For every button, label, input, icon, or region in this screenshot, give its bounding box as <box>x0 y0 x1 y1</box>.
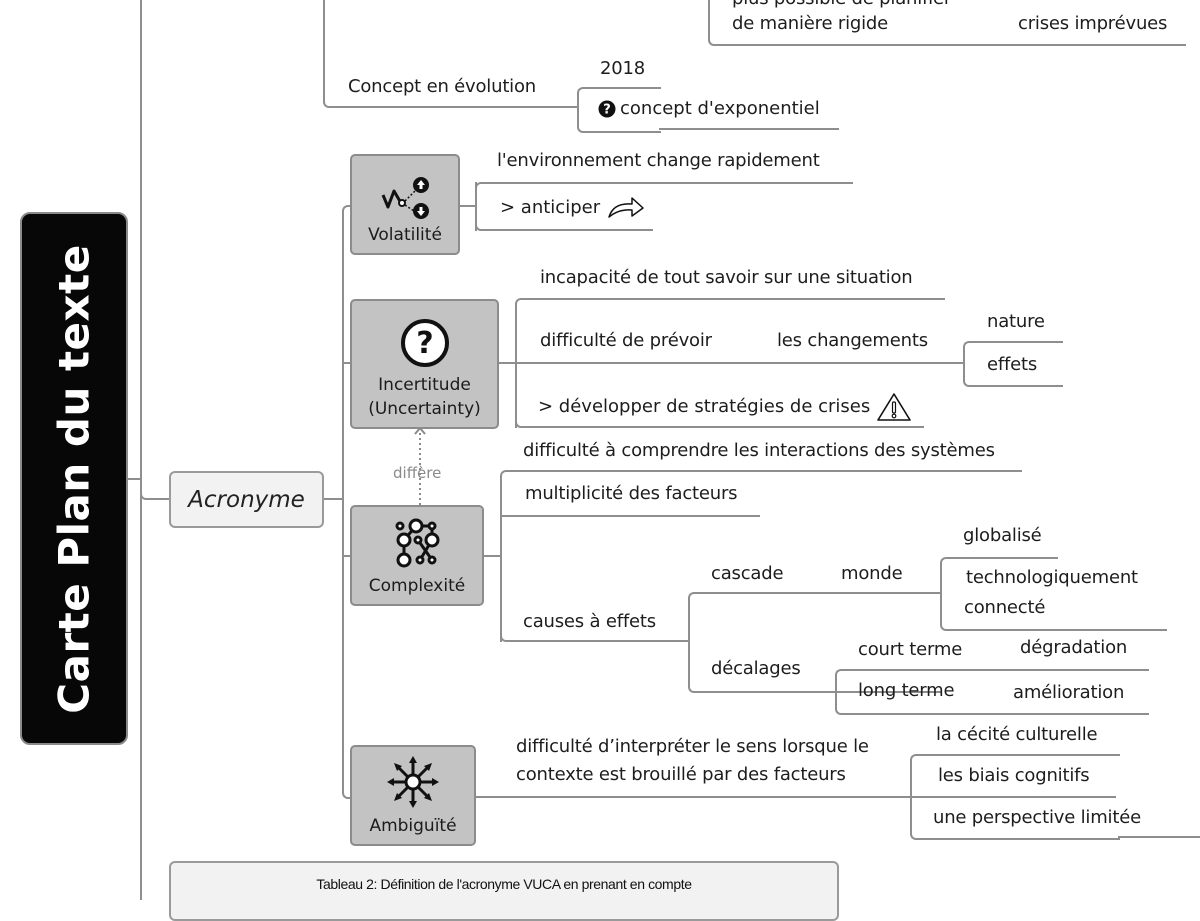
acronyme-right-stub <box>324 498 342 500</box>
svg-text:?: ? <box>603 103 611 118</box>
decalages-topic[interactable]: décalages <box>711 658 801 679</box>
letters-spine <box>342 205 352 799</box>
ambiguite-topic[interactable]: Ambiguïté <box>350 745 476 846</box>
acronyme-topic[interactable]: Acronyme <box>169 471 324 528</box>
incertitude-stub <box>342 362 350 364</box>
year-topic[interactable]: 2018 <box>600 58 646 79</box>
changements-bracket <box>963 341 1063 387</box>
prevoir-topic[interactable]: difficulté de prévoir <box>540 330 712 351</box>
globalise-underline-trim <box>1058 555 1168 559</box>
monde-bracket <box>940 557 1167 631</box>
incertitude-label-2: (Uncertainty) <box>368 399 481 419</box>
incertitude-right-stub <box>498 362 515 364</box>
rigide-text: de manière rigide <box>732 13 888 34</box>
incertitude-topic[interactable]: ? Incertitude (Uncertainty) <box>350 299 499 429</box>
caption-box: Tableau 2: Définition de l'acronyme VUCA… <box>169 861 839 921</box>
incapacite-topic[interactable]: incapacité de tout savoir sur une situat… <box>540 267 913 288</box>
interactions-topic[interactable]: difficulté à comprendre les interactions… <box>523 440 995 461</box>
planifier-text: plus possible de planifier <box>732 0 951 10</box>
crises-box-line <box>708 0 1186 46</box>
monde-topic[interactable]: monde <box>841 563 903 584</box>
decalages-bracket <box>835 669 1149 715</box>
multiplicite-topic[interactable]: multiplicité des facteurs <box>525 483 738 504</box>
strategies-label: > développer de stratégies de crises <box>538 396 871 417</box>
svg-text:?: ? <box>416 326 433 361</box>
perspective-topic[interactable]: une perspective limitée <box>933 807 1141 828</box>
volatilite-label: Volatilité <box>368 225 442 245</box>
court-terme-topic[interactable]: court terme <box>858 639 963 660</box>
relation-label: diffère <box>393 464 442 482</box>
effets-topic[interactable]: effets <box>987 354 1038 375</box>
complexite-right-stub <box>483 555 500 557</box>
technologiquement-topic[interactable]: technologiquement <box>966 567 1138 588</box>
complexite-label: Complexité <box>368 576 466 596</box>
cascade-topic[interactable]: cascade <box>711 563 784 584</box>
compass-arrows-icon <box>387 756 439 808</box>
anticiper-label: > anticiper <box>500 197 601 218</box>
ambiguite-label: Ambiguïté <box>369 816 457 836</box>
exponential-topic[interactable]: ? concept d'exponentiel <box>598 98 820 120</box>
nature-topic[interactable]: nature <box>987 311 1045 332</box>
prevoir-underline <box>515 362 963 364</box>
multiplicite-underline <box>500 515 760 517</box>
environnement-topic[interactable]: l'environnement change rapidement <box>497 150 820 171</box>
causes-bracket <box>688 592 942 693</box>
volatility-icon <box>381 177 429 219</box>
ambiguite-right-stub <box>475 796 910 798</box>
anticiper-topic[interactable]: > anticiper <box>500 195 646 221</box>
concept-evolution-topic[interactable]: Concept en évolution <box>348 76 536 97</box>
globalise-topic[interactable]: globalisé <box>963 525 1042 546</box>
interpreter-topic-line2[interactable]: contexte est brouillé par des facteurs <box>516 764 846 785</box>
root-title: Carte Plan du texte <box>49 243 99 714</box>
trunk-line <box>140 0 142 900</box>
caption-text: Tableau 2: Définition de l'acronyme VUCA… <box>316 876 692 892</box>
anticiper-underline <box>475 182 653 231</box>
question-circle-icon: ? <box>400 319 449 367</box>
biais-underline <box>910 796 1116 798</box>
causes-effets-topic[interactable]: causes à effets <box>523 611 656 632</box>
connecte-topic[interactable]: connecté <box>964 597 1046 618</box>
degradation-topic[interactable]: dégradation <box>1020 637 1128 658</box>
complexite-topic[interactable]: Complexité <box>350 505 484 606</box>
curved-arrow-icon <box>608 197 644 218</box>
long-terme-topic[interactable]: long terme <box>858 680 955 701</box>
strategies-topic[interactable]: > développer de stratégies de crises <box>538 392 912 422</box>
amelioration-topic[interactable]: amélioration <box>1013 682 1125 703</box>
perspective-underline <box>1118 836 1200 838</box>
question-circle-icon: ? <box>598 100 616 118</box>
changements-topic[interactable]: les changements <box>777 330 928 351</box>
biais-topic[interactable]: les biais cognitifs <box>938 765 1090 786</box>
exponential-label: concept d'exponentiel <box>620 98 820 119</box>
year-underline <box>577 87 661 133</box>
interpreter-topic-line1[interactable]: difficulté d’interpréter le sens lorsque… <box>516 736 869 757</box>
cecite-topic[interactable]: la cécité culturelle <box>936 724 1098 745</box>
complexite-stub <box>342 555 350 557</box>
volatilite-right-stub <box>459 205 475 207</box>
root-connector <box>128 478 140 480</box>
acronyme-left-stub <box>152 498 169 500</box>
exponential-underline <box>659 128 839 130</box>
incertitude-label-1: Incertitude <box>378 375 471 395</box>
top-branch-line <box>323 0 579 108</box>
acronyme-connector <box>140 478 154 500</box>
strategies-underline <box>515 362 924 428</box>
root-topic[interactable]: Carte Plan du texte <box>20 212 128 745</box>
causes-underline <box>500 555 690 642</box>
network-icon <box>395 518 440 568</box>
volatilite-topic[interactable]: Volatilité <box>350 154 460 255</box>
crises-imprevues-topic[interactable]: crises imprévues <box>1018 13 1168 34</box>
warning-icon <box>877 393 912 421</box>
